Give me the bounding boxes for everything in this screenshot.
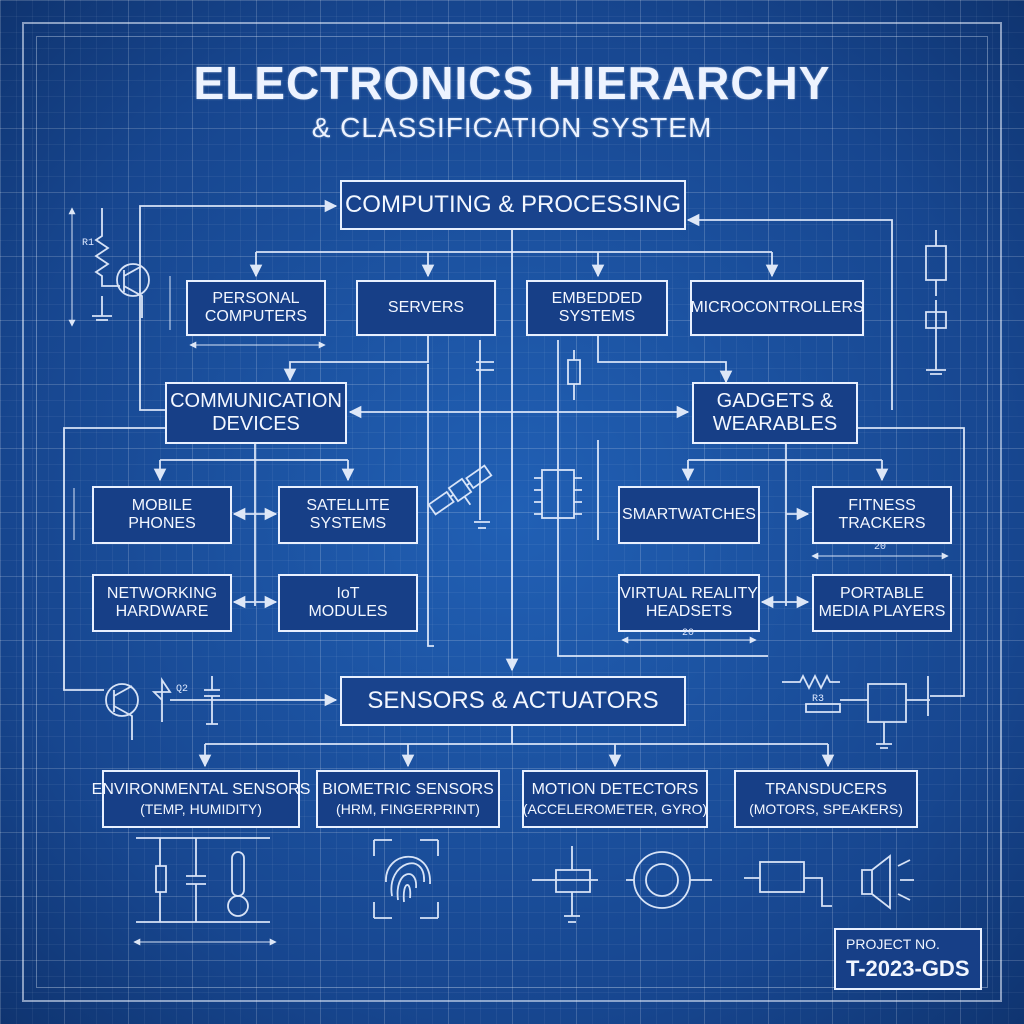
- node-gadgets-wearables: GADGETS & WEARABLES: [692, 382, 858, 444]
- page-title: ELECTRONICS HIERARCHY: [193, 57, 831, 109]
- node-label: DEVICES: [212, 413, 300, 435]
- node-label: MICROCONTROLLERS: [690, 298, 864, 316]
- node-communication-devices: COMMUNICATION DEVICES: [165, 382, 347, 444]
- node-label: FITNESS: [848, 496, 916, 514]
- node-smartwatches: SMARTWATCHES: [618, 486, 760, 544]
- node-label: TRANSDUCERS: [765, 780, 887, 798]
- node-label: SERVERS: [387, 298, 465, 316]
- node-satellite-systems: SATELLITE SYSTEMS: [278, 486, 418, 544]
- node-label: VIRTUAL REALITY: [620, 584, 758, 602]
- dimension-label: 20: [682, 628, 695, 639]
- node-label: SENSORS & ACTUATORS: [367, 687, 659, 715]
- node-microcontrollers: MICROCONTROLLERS: [690, 280, 864, 336]
- node-biometric-sensors: BIOMETRIC SENSORS (HRM, FINGERPRINT): [316, 770, 500, 828]
- node-servers: SERVERS: [356, 280, 496, 336]
- node-label: PERSONAL: [212, 289, 300, 307]
- node-label: PHONES: [128, 515, 196, 532]
- node-detail: (HRM, FINGERPRINT): [336, 801, 480, 818]
- node-label: MEDIA PLAYERS: [818, 603, 946, 620]
- resistor-label: R3: [812, 694, 825, 705]
- node-label: MOTION DETECTORS: [531, 780, 699, 798]
- transistor-label: Q2: [176, 684, 189, 695]
- node-label: IoT: [336, 584, 360, 602]
- node-label: PORTABLE: [840, 584, 924, 602]
- node-label: COMMUNICATION: [170, 390, 342, 412]
- node-label: TRACKERS: [838, 515, 926, 532]
- node-motion-detectors: MOTION DETECTORS (ACCELEROMETER, GYRO): [522, 770, 708, 828]
- node-mobile-phones: MOBILE PHONES: [92, 486, 232, 544]
- node-environmental-sensors: ENVIRONMENTAL SENSORS (TEMP, HUMIDITY): [92, 770, 310, 828]
- project-number-block: PROJECT NO. T-2023-GDS: [834, 928, 982, 990]
- node-transducers: TRANSDUCERS (MOTORS, SPEAKERS): [734, 770, 918, 828]
- node-label: SATELLITE: [306, 496, 390, 514]
- node-label: SYSTEMS: [558, 308, 636, 325]
- resistor-label: R1: [82, 238, 95, 249]
- node-label: COMPUTERS: [204, 308, 308, 325]
- node-detail: (MOTORS, SPEAKERS): [749, 801, 903, 818]
- node-portable-media-players: PORTABLE MEDIA PLAYERS: [812, 574, 952, 632]
- node-fitness-trackers: FITNESS TRACKERS: [812, 486, 952, 544]
- node-label: HARDWARE: [115, 603, 209, 620]
- node-sensors-actuators: SENSORS & ACTUATORS: [340, 676, 686, 726]
- project-label: PROJECT NO.: [846, 936, 940, 952]
- node-label: NETWORKING: [106, 584, 218, 602]
- node-label: BIOMETRIC SENSORS: [322, 780, 494, 798]
- dimension-label: 20: [874, 542, 887, 553]
- node-label: HEADSETS: [645, 603, 733, 620]
- inner-border: [36, 36, 988, 988]
- node-vr-headsets: VIRTUAL REALITY HEADSETS: [618, 574, 760, 632]
- node-computing-processing: COMPUTING & PROCESSING: [340, 180, 686, 230]
- node-label: MOBILE: [131, 496, 193, 514]
- node-detail: (TEMP, HUMIDITY): [140, 801, 262, 818]
- outer-border: [22, 22, 1002, 1002]
- node-label: MODULES: [308, 603, 388, 620]
- node-label: COMPUTING & PROCESSING: [344, 191, 682, 219]
- project-code: T-2023-GDS: [846, 956, 970, 981]
- node-label: EMBEDDED: [551, 289, 643, 307]
- node-label: ENVIRONMENTAL SENSORS: [91, 780, 311, 798]
- node-label: WEARABLES: [712, 413, 838, 435]
- page-subtitle: & CLASSIFICATION SYSTEM: [311, 112, 713, 143]
- node-personal-computers: PERSONAL COMPUTERS: [186, 280, 326, 336]
- node-detail: (ACCELEROMETER, GYRO): [522, 801, 708, 818]
- node-label: SYSTEMS: [309, 515, 387, 532]
- node-iot-modules: IoT MODULES: [278, 574, 418, 632]
- node-embedded-systems: EMBEDDED SYSTEMS: [526, 280, 668, 336]
- node-networking-hardware: NETWORKING HARDWARE: [92, 574, 232, 632]
- node-label: SMARTWATCHES: [622, 505, 756, 523]
- node-label: GADGETS &: [716, 390, 834, 412]
